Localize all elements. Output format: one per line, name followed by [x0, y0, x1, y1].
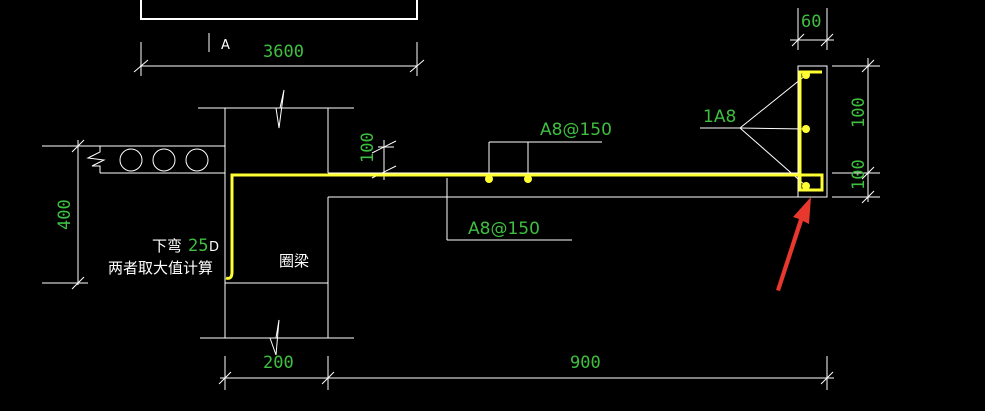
- upper-wall-outline: [140, 0, 418, 20]
- bend-prefix: 下弯: [152, 237, 182, 255]
- dim-60: [790, 8, 834, 50]
- hollow-slab: [86, 145, 225, 174]
- dim-slab-thickness: [371, 140, 397, 180]
- dim-400-label: 400: [55, 199, 75, 230]
- rebar-top-label: A8@150: [540, 120, 612, 140]
- dim-3600: [133, 33, 425, 76]
- cantilever-slab-outline: [328, 65, 828, 198]
- rebar-leaders: [446, 74, 807, 241]
- axis-mark-label: A: [221, 38, 230, 53]
- red-arrow-icon: [776, 197, 811, 291]
- dim-200-label: 200: [263, 353, 294, 373]
- dim-right-heights: [832, 58, 880, 204]
- rebar-edge-label: 1A8: [703, 107, 736, 127]
- beam-section-outline: [198, 89, 354, 356]
- bend-suffix: D: [209, 240, 219, 255]
- ring-beam-label: 圈梁: [279, 252, 309, 270]
- dim-bottom: [218, 356, 834, 390]
- rebar-dots: [485, 71, 810, 190]
- bend-value: 25: [188, 236, 208, 256]
- dim-slab-thickness-label: 100: [358, 132, 378, 163]
- dim-400: [42, 139, 100, 290]
- dim-60-label: 60: [801, 12, 821, 32]
- bend-note: 两者取大值计算: [108, 259, 213, 277]
- dim-3600-label: 3600: [263, 42, 304, 62]
- dim-tip-upper-label: 100: [849, 97, 869, 128]
- rebar-bottom-label: A8@150: [468, 219, 540, 239]
- dim-tip-lower-label: 100: [849, 159, 869, 190]
- rebar-main: [225, 70, 824, 280]
- dim-900-label: 900: [570, 353, 601, 373]
